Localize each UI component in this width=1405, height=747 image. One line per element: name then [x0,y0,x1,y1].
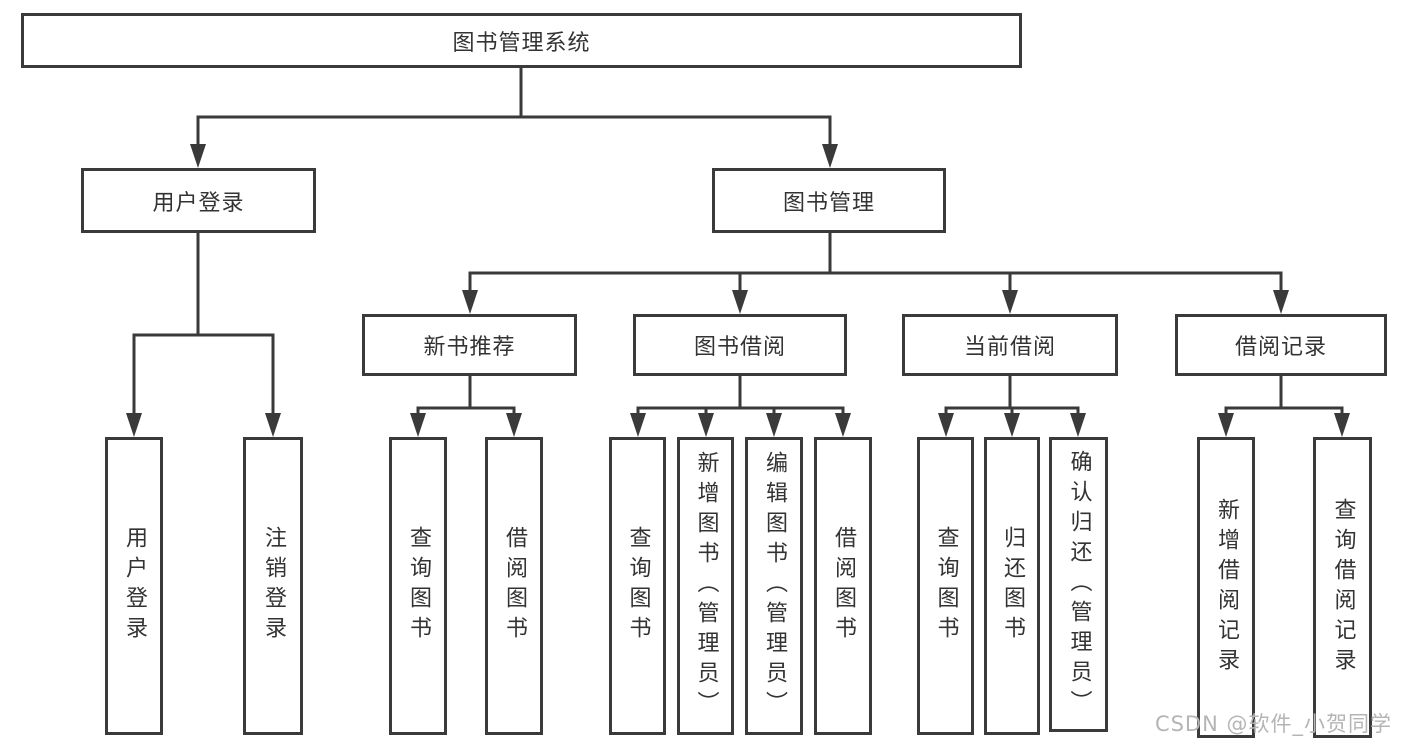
leaf-user-login: 用户登录 [105,437,163,735]
node-current-borrow-label: 当前借阅 [963,335,1056,360]
connector-root-fan [196,66,832,148]
connector-paths [132,66,1344,417]
leaf-logout: 注销登录 [243,437,303,735]
arrowhead [1002,290,1018,314]
leaf-query-book-current: 查询图书 [917,437,974,735]
node-book-management: 图书管理 [712,168,946,233]
node-book-borrow: 图书借阅 [633,314,847,376]
leaf-query-book-recommend-label: 查询图书 [406,526,431,646]
arrowhead [410,413,426,437]
leaf-return-book: 归还图书 [984,437,1040,735]
leaf-query-borrow-record: 查询借阅记录 [1313,437,1372,738]
leaf-add-borrow-record: 新增借阅记录 [1197,437,1255,738]
leaf-query-book-recommend: 查询图书 [389,437,447,735]
connector-book-borrow-fan [636,374,845,417]
connector-current-borrow-fan [944,374,1080,417]
leaf-query-borrow-record-label: 查询借阅记录 [1330,497,1356,678]
arrowhead [462,290,478,314]
leaf-logout-label: 注销登录 [261,526,286,646]
arrowhead [1273,290,1289,314]
leaf-borrow-book-recommend: 借阅图书 [485,437,543,735]
leaf-return-book-label: 归还图书 [1000,526,1025,646]
arrowhead [1070,413,1086,437]
node-book-borrow-label: 图书借阅 [693,335,786,360]
connector-user-login-fan [132,231,275,417]
node-new-book-recommend-label: 新书推荐 [423,335,516,360]
arrowhead [265,413,281,437]
node-user-login: 用户登录 [81,168,316,233]
leaf-user-login-label: 用户登录 [122,526,147,646]
arrowhead [822,144,838,168]
csdn-watermark: CSDN @软件_小贺同学 [1154,712,1392,736]
leaf-edit-book-admin-label: 编辑图书（管理员） [762,451,787,721]
node-root: 图书管理系统 [21,13,1022,68]
leaf-add-book-admin-label: 新增图书（管理员） [693,451,719,721]
arrowhead [698,413,714,437]
arrowheads [126,144,1350,437]
connector-book-mgmt-fan [468,231,1283,294]
connector-borrow-record-fan [1224,374,1344,417]
arrowhead [1334,413,1350,437]
arrowhead [938,413,954,437]
node-current-borrow: 当前借阅 [902,314,1118,376]
arrowhead [1218,413,1234,437]
leaf-borrow-book-recommend-label: 借阅图书 [502,526,527,646]
leaf-query-book-borrow-label: 查询图书 [625,526,651,646]
leaf-add-book-admin: 新增图书（管理员） [677,437,734,735]
leaf-confirm-return-admin-label: 确认归还（管理员） [1066,449,1092,720]
connector-new-book-fan [416,374,516,417]
arrowhead [126,413,142,437]
node-borrow-record: 借阅记录 [1175,314,1387,376]
arrowhead [1004,413,1020,437]
leaf-edit-book-admin: 编辑图书（管理员） [745,437,803,735]
arrowhead [506,413,522,437]
leaf-query-book-borrow: 查询图书 [609,437,666,735]
arrowhead [732,290,748,314]
node-new-book-recommend: 新书推荐 [362,314,577,376]
leaf-query-book-current-label: 查询图书 [933,526,959,646]
arrowhead [835,413,851,437]
leaf-borrow-book: 借阅图书 [814,437,872,735]
arrowhead [630,413,646,437]
leaf-add-borrow-record-label: 新增借阅记录 [1214,497,1239,678]
node-root-label: 图书管理系统 [452,30,591,56]
arrowhead [190,144,206,168]
arrowhead [766,413,782,437]
leaf-borrow-book-label: 借阅图书 [831,526,856,646]
node-borrow-record-label: 借阅记录 [1234,335,1327,360]
node-user-login-label: 用户登录 [152,190,245,216]
node-book-management-label: 图书管理 [782,190,875,216]
leaf-confirm-return-admin: 确认归还（管理员） [1049,437,1108,732]
